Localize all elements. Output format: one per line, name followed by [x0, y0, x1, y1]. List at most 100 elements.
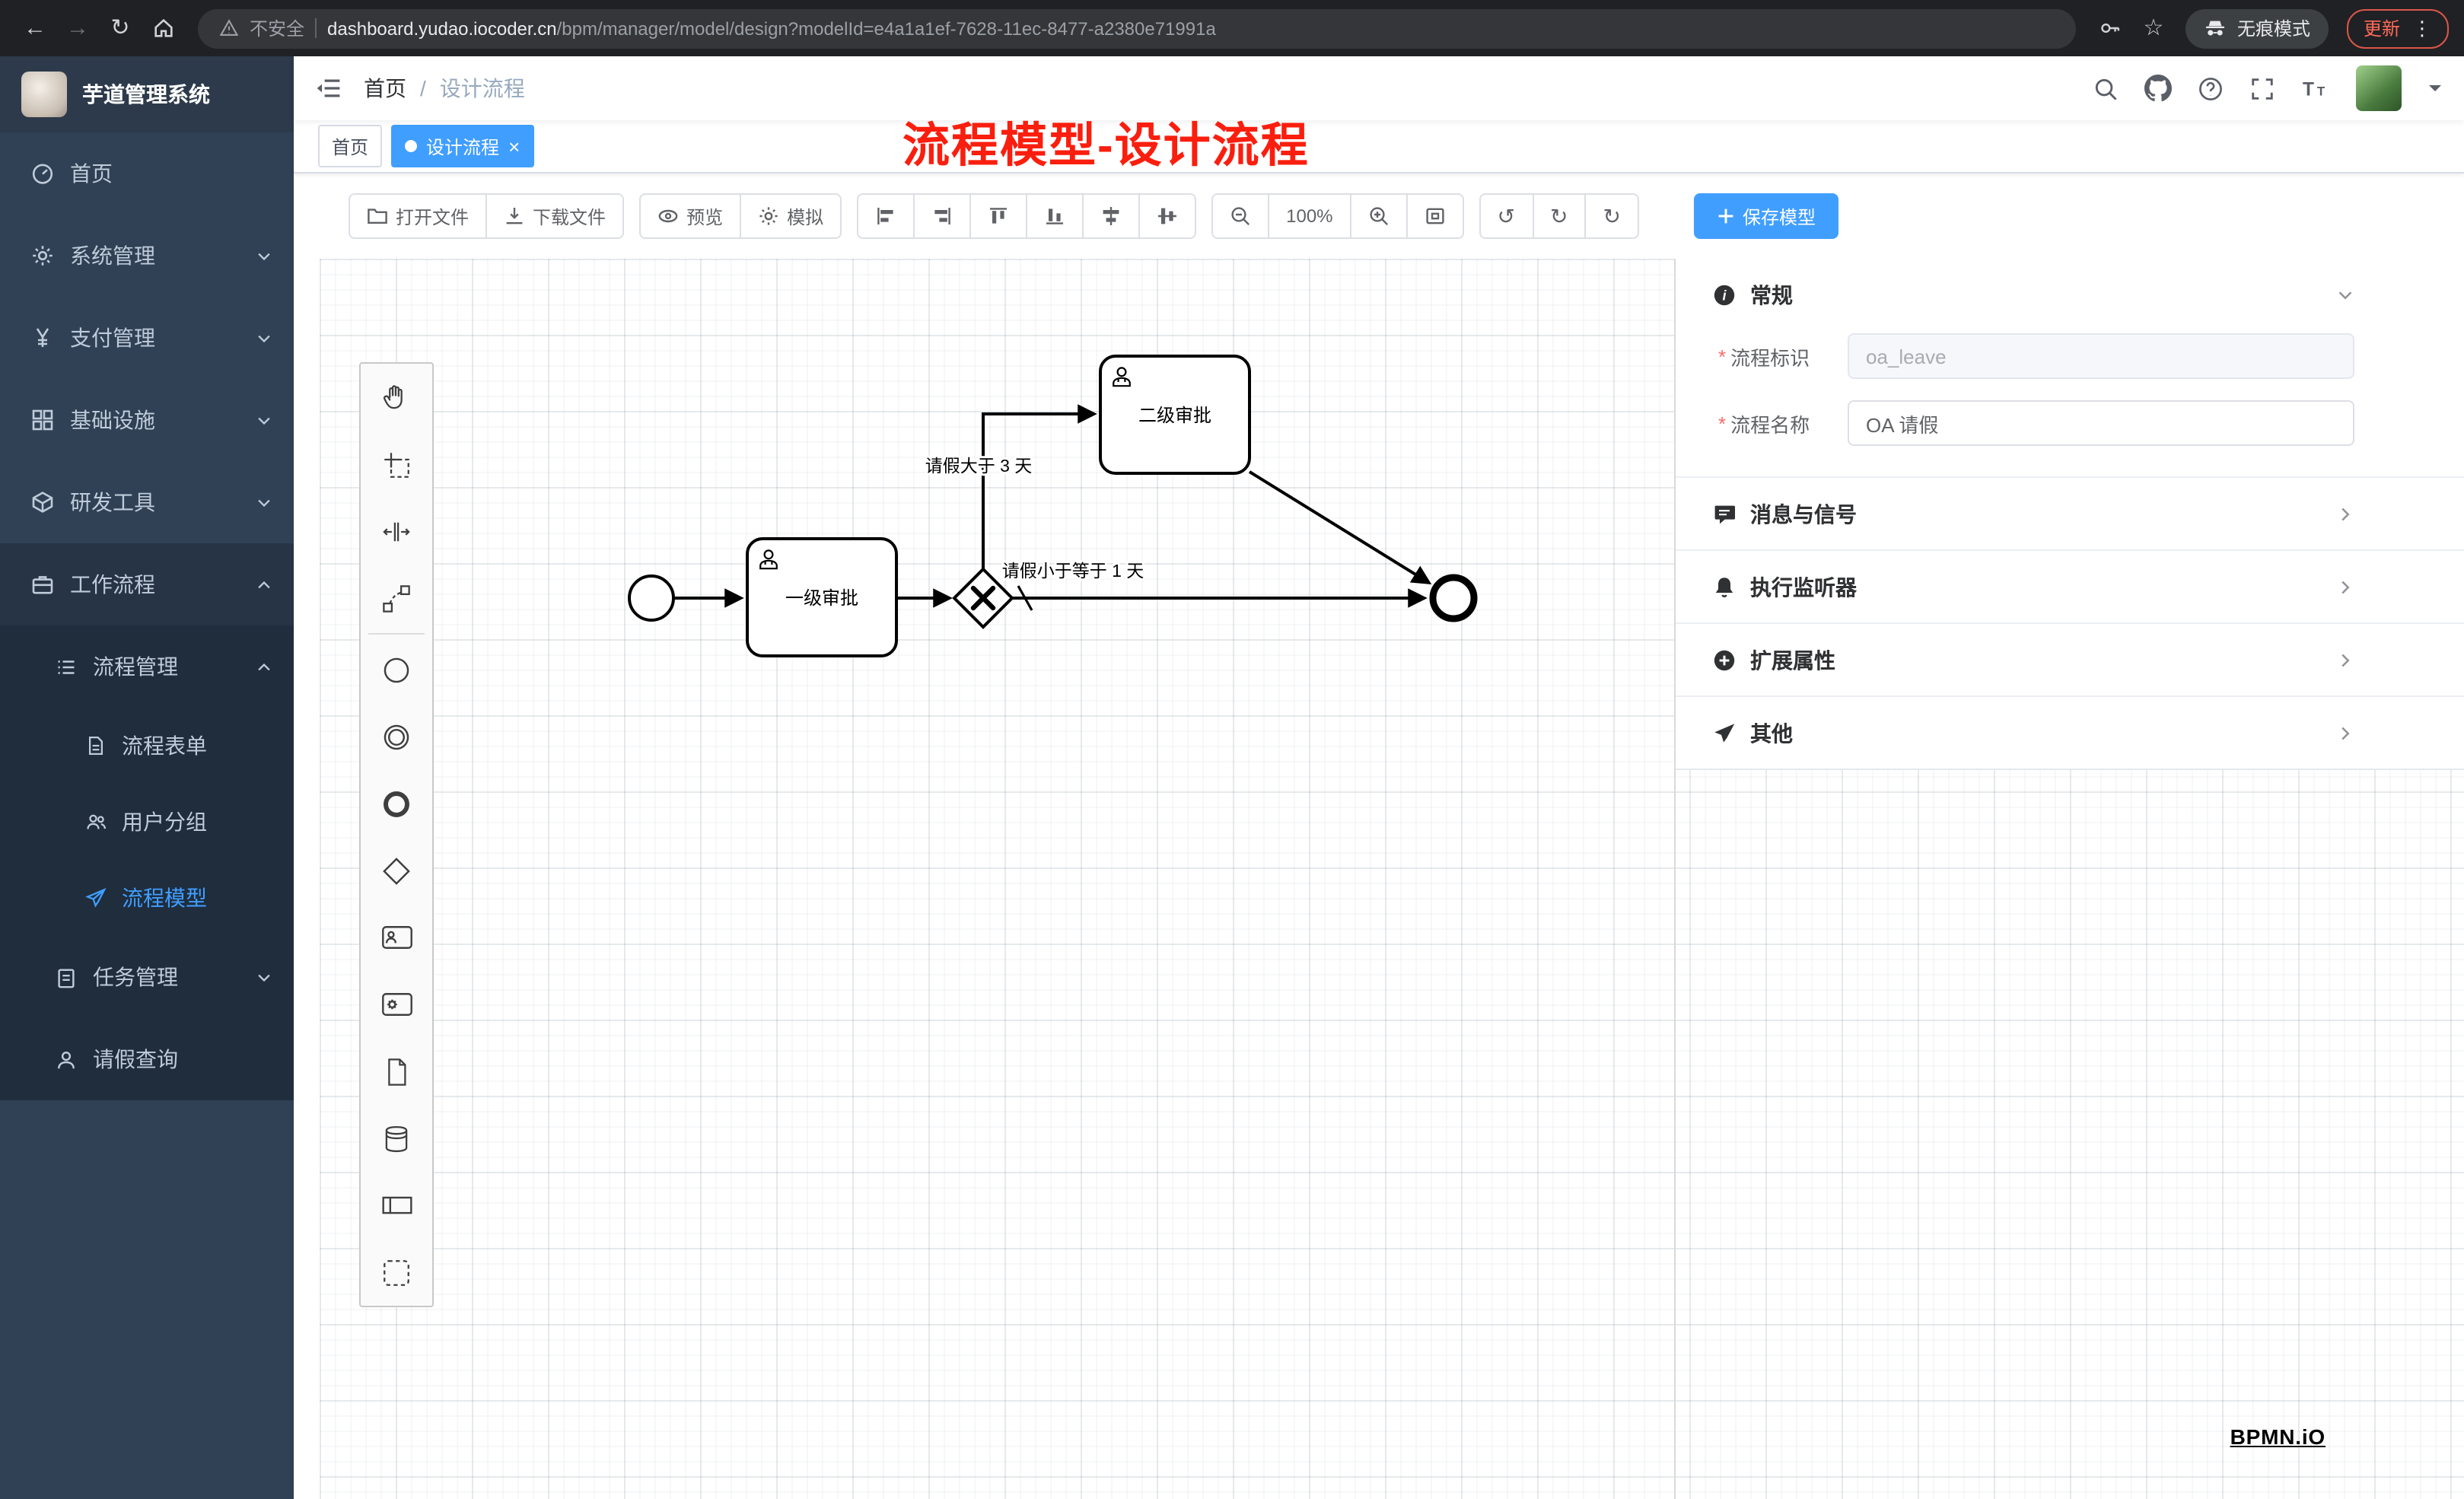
sidebar-item-process-mgmt[interactable]: 流程管理	[0, 625, 294, 708]
bpmn-flow-task2-to-end[interactable]	[1248, 470, 1432, 585]
properties-panel: i 常规 *流程标识 *流程名称	[1674, 259, 2464, 1499]
create-end-event[interactable]	[361, 770, 432, 837]
zoom-level[interactable]: 100%	[1268, 193, 1351, 239]
sidebar-item-process-model[interactable]: 流程模型	[0, 860, 294, 936]
sidebar-item-leave-query[interactable]: 请假查询	[0, 1018, 294, 1100]
end-event-icon	[384, 791, 409, 816]
section-others-header[interactable]: 其他	[1676, 697, 2464, 769]
simulate-button[interactable]: 模拟	[740, 193, 842, 239]
hamburger-icon[interactable]	[294, 75, 364, 102]
address-bar[interactable]: 不安全 dashboard.yudao.iocoder.cn/bpm/manag…	[198, 8, 2076, 48]
section-listeners-header[interactable]: 执行监听器	[1676, 551, 2464, 622]
zoom-in-button[interactable]	[1349, 193, 1408, 239]
section-messages: 消息与信号	[1676, 478, 2464, 551]
section-extended-attrs-header[interactable]: 扩展属性	[1676, 624, 2464, 695]
zoom-out-button[interactable]	[1211, 193, 1270, 239]
forward-icon[interactable]: →	[66, 15, 89, 41]
preview-button[interactable]: 预览	[639, 193, 742, 239]
sidebar-item-process-form[interactable]: 流程表单	[0, 708, 294, 784]
section-extended-attrs: 扩展属性	[1676, 624, 2464, 697]
bpmn-task-first-approval[interactable]: 一级审批	[746, 537, 898, 657]
kebab-menu-icon[interactable]: ⋮	[2412, 16, 2432, 39]
space-tool[interactable]	[361, 498, 432, 565]
bpmn-gateway-exclusive[interactable]	[952, 567, 1014, 629]
back-icon[interactable]: ←	[24, 15, 46, 41]
create-gateway[interactable]	[361, 837, 432, 904]
hand-tool[interactable]	[361, 364, 432, 431]
help-icon[interactable]	[2198, 75, 2224, 101]
sidebar-item-workflow[interactable]: 工作流程	[0, 543, 294, 625]
process-name-input[interactable]	[1848, 400, 2354, 446]
sidebar-item-payment[interactable]: 支付管理	[0, 297, 294, 379]
sidebar-item-devtools[interactable]: 研发工具	[0, 461, 294, 543]
update-button[interactable]: 更新 ⋮	[2346, 8, 2449, 48]
url-text: dashboard.yudao.iocoder.cn/bpm/manager/m…	[327, 18, 1216, 39]
section-messages-header[interactable]: 消息与信号	[1676, 478, 2464, 549]
sidebar-item-label: 任务管理	[93, 965, 178, 989]
align-left-button[interactable]	[857, 193, 915, 239]
fullscreen-icon[interactable]	[2249, 75, 2275, 101]
align-middle-button[interactable]	[1138, 193, 1197, 239]
save-model-button[interactable]: 保存模型	[1693, 193, 1838, 239]
create-intermediate-event[interactable]	[361, 703, 432, 770]
restart-button[interactable]: ↻	[1584, 193, 1639, 239]
user-task-icon	[381, 926, 412, 949]
align-top-button[interactable]	[969, 193, 1028, 239]
create-group[interactable]	[361, 1239, 432, 1306]
bpmn-flow-gateway-to-task2[interactable]: 请假大于 3 天	[923, 404, 1097, 569]
home-icon[interactable]	[143, 8, 183, 48]
close-icon[interactable]: ×	[508, 135, 520, 158]
create-data-store[interactable]	[361, 1105, 432, 1172]
sidebar-item-home[interactable]: 首页	[0, 132, 294, 215]
section-title: 其他	[1750, 721, 1793, 745]
zoom-level-value: 100%	[1286, 205, 1333, 227]
sidebar-item-label: 支付管理	[70, 326, 155, 350]
caret-down-icon[interactable]	[2427, 81, 2443, 96]
bpmn-end-event[interactable]	[1429, 574, 1478, 622]
sidebar-item-user-groups[interactable]: 用户分组	[0, 784, 294, 860]
create-user-task[interactable]	[361, 904, 432, 971]
flow-condition-label: 请假大于 3 天	[925, 456, 1033, 476]
app-logo[interactable]: 芋道管理系统	[0, 56, 294, 132]
align-bottom-button[interactable]	[1026, 193, 1084, 239]
key-icon[interactable]	[2091, 8, 2131, 48]
process-key-input[interactable]	[1848, 333, 2354, 379]
align-center-button[interactable]	[1082, 193, 1141, 239]
download-file-button[interactable]: 下载文件	[485, 193, 625, 239]
create-participant[interactable]	[361, 1172, 432, 1239]
github-icon[interactable]	[2144, 75, 2172, 102]
sidebar-item-task-mgmt[interactable]: 任务管理	[0, 936, 294, 1018]
zoom-reset-button[interactable]	[1405, 193, 1464, 239]
avatar[interactable]	[2356, 65, 2402, 111]
breadcrumb-home[interactable]: 首页	[364, 76, 406, 100]
bpmn-flow-gateway-to-end[interactable]: 请假小于等于 1 天	[1000, 559, 1428, 611]
reload-icon[interactable]: ↻	[110, 15, 130, 41]
users-icon	[87, 814, 107, 829]
lasso-tool[interactable]	[361, 431, 432, 498]
bpmn-io-watermark[interactable]: BPMN.iO	[2230, 1424, 2326, 1449]
send-icon	[1714, 723, 1735, 742]
create-data-object[interactable]	[361, 1038, 432, 1105]
undo-button[interactable]: ↺	[1479, 193, 1533, 239]
align-right-button[interactable]	[913, 193, 972, 239]
sidebar-item-infrastructure[interactable]: 基础设施	[0, 379, 294, 461]
redo-button[interactable]: ↻	[1532, 193, 1587, 239]
tab-design-process[interactable]: 设计流程 ×	[391, 125, 534, 167]
bpmn-start-event[interactable]	[628, 574, 675, 622]
tab-home[interactable]: 首页	[318, 125, 383, 167]
clipboard-icon	[58, 968, 75, 988]
open-file-button[interactable]: 打开文件	[349, 193, 488, 239]
bpmn-task-second-approval[interactable]: 二级审批	[1099, 355, 1251, 475]
breadcrumb-current: 设计流程	[439, 76, 525, 100]
create-service-task[interactable]	[361, 971, 432, 1038]
sidebar-item-system[interactable]: 系统管理	[0, 215, 294, 297]
task-label: 二级审批	[1138, 406, 1211, 426]
bookmark-star-icon[interactable]: ☆	[2143, 15, 2164, 41]
message-icon	[1714, 504, 1735, 524]
section-general-header[interactable]: i 常规	[1676, 259, 2464, 330]
create-start-event[interactable]	[361, 636, 432, 703]
global-connect-tool[interactable]	[361, 565, 432, 632]
sidebar-item-label: 用户分组	[122, 810, 207, 834]
search-icon[interactable]	[2093, 75, 2119, 101]
